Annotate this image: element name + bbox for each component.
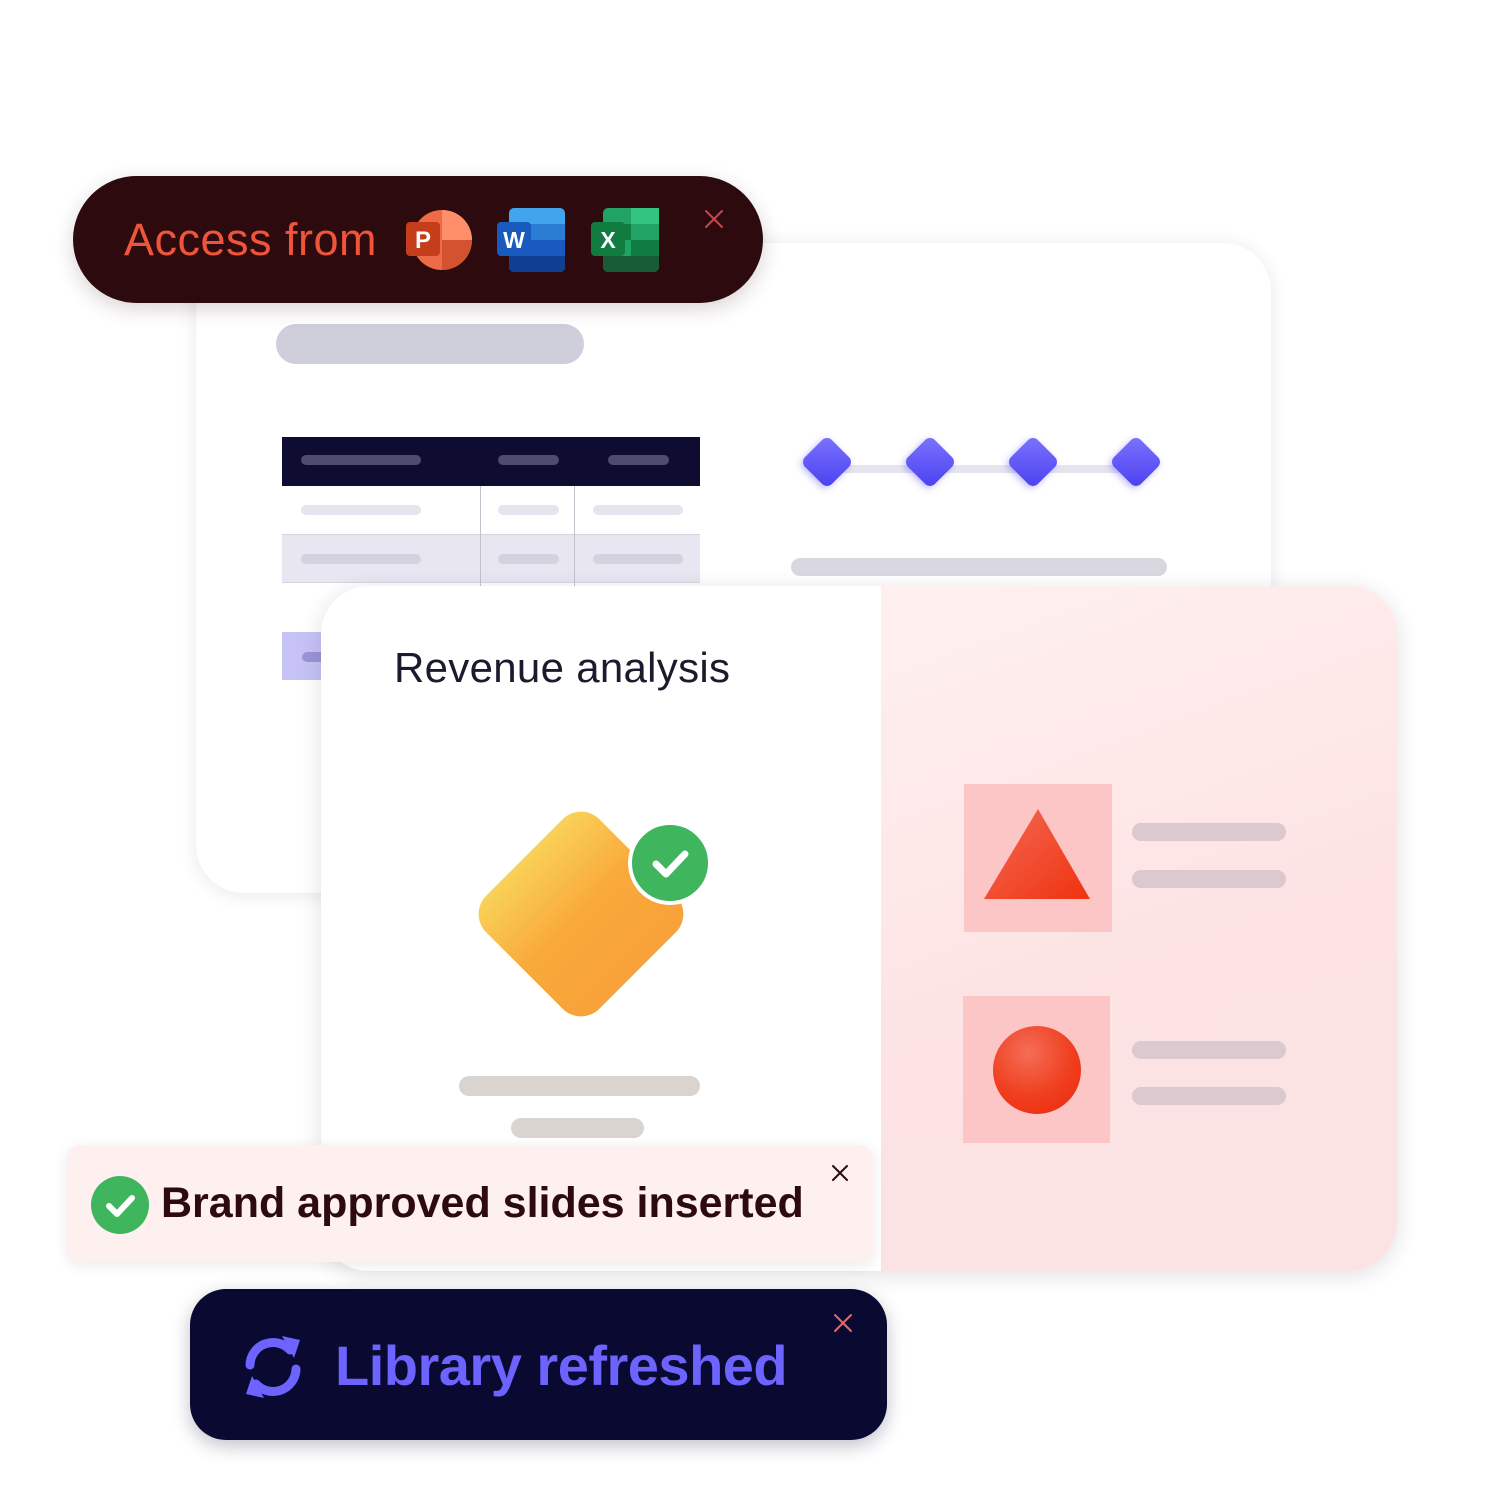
check-badge-icon: [628, 821, 712, 905]
table-row: [282, 535, 700, 583]
triangle-icon: [984, 809, 1090, 899]
slide-right-panel: [881, 586, 1397, 1271]
word-icon[interactable]: W: [497, 208, 565, 272]
close-icon[interactable]: [829, 1162, 851, 1184]
powerpoint-icon[interactable]: P: [406, 208, 472, 272]
caption-placeholder: [791, 558, 1167, 576]
toast-message: Brand approved slides inserted: [161, 1179, 804, 1227]
table-row: [282, 486, 700, 534]
toast-message: Library refreshed: [335, 1334, 788, 1397]
text-placeholder: [1132, 1041, 1286, 1059]
timeline-milestone: [800, 435, 854, 489]
check-circle-icon: [91, 1176, 149, 1234]
caption-placeholder: [511, 1118, 644, 1138]
svg-text:P: P: [415, 227, 431, 254]
brand-approved-toast: Brand approved slides inserted: [67, 1145, 873, 1262]
timeline-milestone: [1109, 435, 1163, 489]
text-placeholder: [1132, 823, 1286, 841]
circle-icon: [993, 1026, 1081, 1114]
text-placeholder: [1132, 870, 1286, 888]
refresh-icon: [238, 1332, 308, 1402]
circle-shape-tile: [963, 996, 1110, 1143]
close-icon[interactable]: [832, 1312, 854, 1334]
triangle-shape-tile: [964, 784, 1112, 932]
excel-icon[interactable]: X: [591, 208, 659, 272]
slide-title: Revenue analysis: [394, 644, 731, 691]
library-refreshed-toast: Library refreshed: [190, 1289, 887, 1440]
close-icon[interactable]: [703, 208, 725, 230]
caption-placeholder: [459, 1076, 700, 1096]
timeline-milestone: [903, 435, 957, 489]
svg-text:X: X: [600, 227, 616, 253]
text-placeholder: [1132, 1087, 1286, 1105]
document-title-placeholder: [276, 324, 584, 364]
selection-chip: [282, 632, 332, 680]
timeline-graphic: [796, 435, 1176, 498]
document-table: [282, 437, 700, 587]
timeline-milestone: [1006, 435, 1060, 489]
svg-text:W: W: [503, 227, 525, 253]
access-banner: Access from P W X: [73, 176, 763, 303]
access-label: Access from: [124, 214, 378, 265]
table-header: [282, 437, 700, 486]
